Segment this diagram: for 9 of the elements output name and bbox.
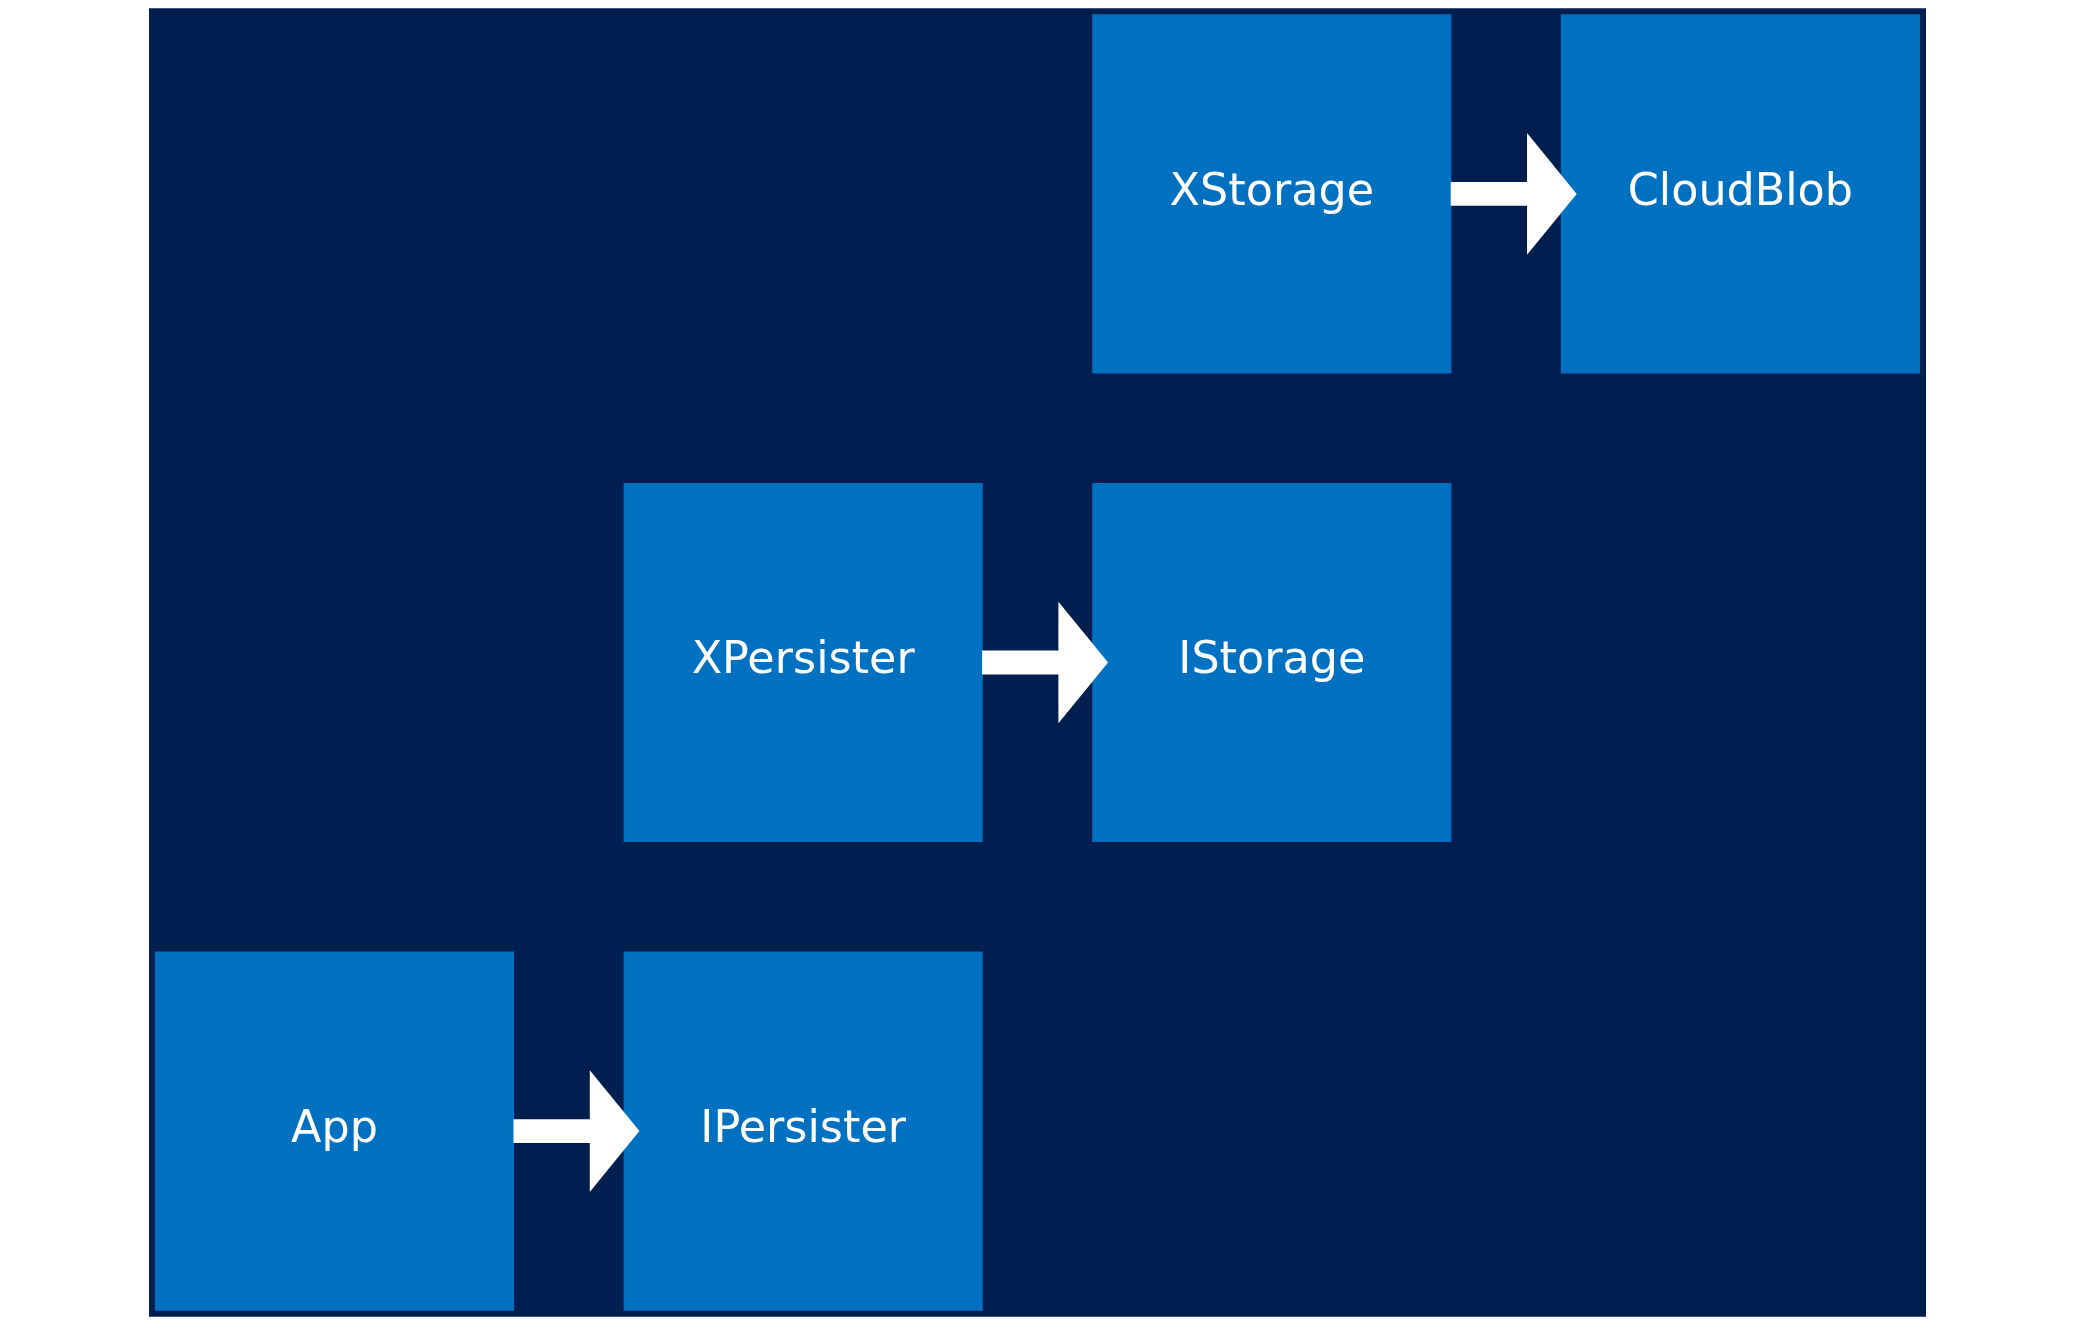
arrow (513, 1070, 639, 1192)
node-box: IPersister (623, 951, 983, 1311)
arrow (981, 601, 1108, 724)
node-box: XStorage (1091, 14, 1451, 374)
arrow (1450, 133, 1577, 255)
node-box: CloudBlob (1560, 14, 1920, 374)
node-box: XPersister (623, 482, 983, 843)
node-box: App (154, 951, 514, 1311)
node-box: IStorage (1091, 482, 1451, 843)
